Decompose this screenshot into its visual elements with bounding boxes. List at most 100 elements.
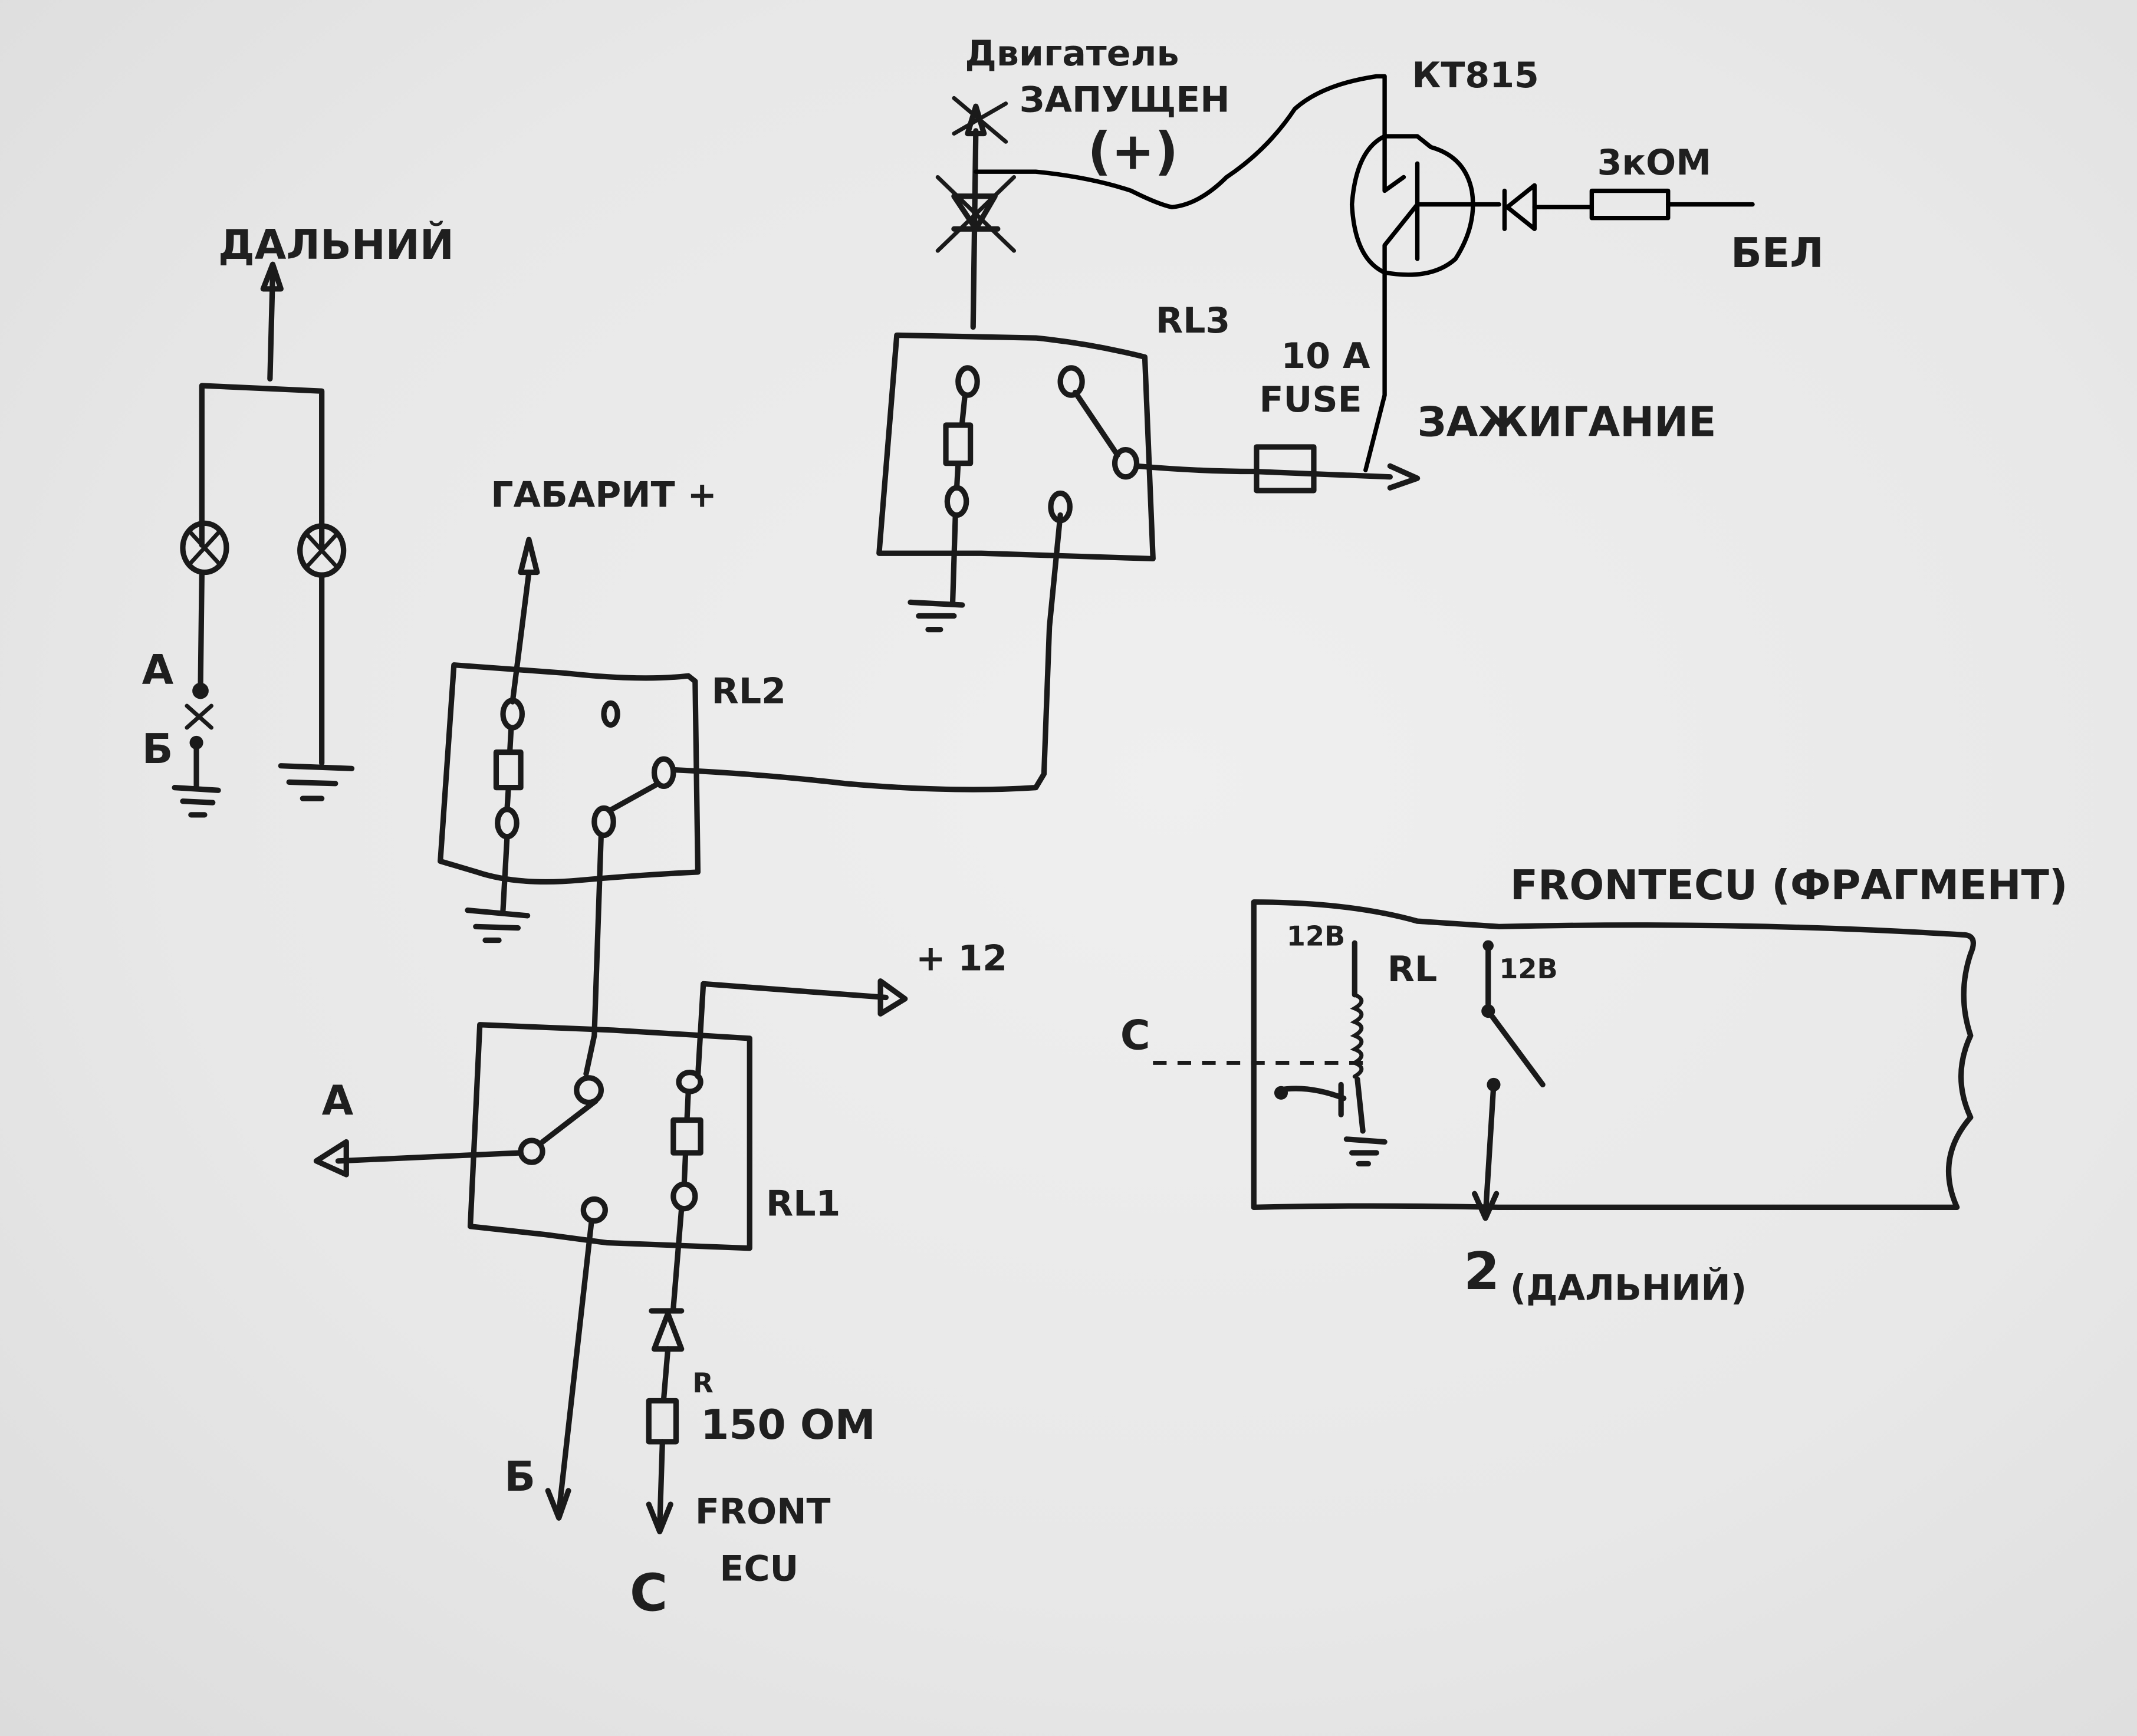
arrow-ecu-output [1472, 1191, 1500, 1221]
label-front: FRONT [695, 1491, 831, 1533]
label-rl1: RL1 [766, 1183, 840, 1224]
label-150ohm: 150 ОМ [701, 1402, 876, 1449]
rl1-terminal-86 [670, 1181, 698, 1212]
rl2-terminal-87 [651, 756, 676, 789]
wire-rl2-to-rl3 [672, 512, 1063, 793]
relay-rl3: Двигатель ЗАПУЩЕН (+) RL3 10 А [876, 33, 1716, 633]
label-point-a-rl1: А [322, 1077, 354, 1125]
crossed-diode-icon [935, 175, 1017, 253]
label-frontecu-title: FRONTECU (ФРАГМЕНТ) [1510, 862, 2068, 909]
label-fuse-2: FUSE [1260, 379, 1362, 420]
rl2-terminal-85 [500, 698, 525, 731]
label-ecu: ECU [719, 1548, 798, 1590]
resistor-3k [1589, 188, 1671, 221]
label-parking-plus: ГАБАРИТ + [491, 475, 717, 516]
wire-rl2-to-rl1 [583, 832, 604, 1077]
label-ecu-rl: RL [1388, 949, 1438, 990]
label-point-b: Б [142, 726, 173, 773]
relay-rl2: ГАБАРИТ + RL2 [438, 475, 1063, 1077]
rl3-terminal-30 [1057, 365, 1085, 398]
ecu-transistor-icon [1274, 1081, 1347, 1117]
diode-rl1-icon [649, 1308, 685, 1352]
rl2-contact [606, 781, 662, 814]
wire [681, 1150, 689, 1186]
frontecu-body [1251, 899, 1976, 1211]
resistor-150 [646, 1398, 679, 1445]
lamp-icon [180, 520, 229, 576]
label-rl2: RL2 [712, 670, 786, 712]
rl2-terminal-87a [601, 700, 620, 728]
wire [959, 392, 968, 425]
rl2-terminal-86 [495, 807, 520, 840]
wire-to-a [335, 1150, 524, 1164]
rl3-terminal-85 [955, 365, 980, 398]
wire [500, 834, 510, 913]
lamp-circuit: ДАЛЬНИЙ А Б [142, 221, 454, 818]
label-point-c: С [630, 1562, 668, 1623]
rl3-body [876, 332, 1156, 562]
label-ecu-output: 2 [1464, 1241, 1500, 1301]
wire [661, 1346, 671, 1401]
label-ecu-12v-coil: 12В [1287, 920, 1346, 952]
terminal-dot [192, 682, 209, 699]
ground-icon [172, 785, 221, 818]
relay-rl1: + 12 RL1 А Б R 150 ОМ FRONT ECU С [313, 938, 1007, 1623]
arrow-high-beam [260, 261, 284, 292]
wire [1354, 1076, 1366, 1134]
label-rl3: RL3 [1156, 300, 1230, 341]
arrow-ignition [1387, 463, 1421, 491]
rl2-coil [493, 749, 524, 791]
rl3-contact [1072, 389, 1120, 458]
transistor-body-icon [1349, 134, 1475, 277]
label-r: R [692, 1367, 714, 1399]
rl1-coil [670, 1117, 703, 1156]
frontecu-fragment: FRONTECU (ФРАГМЕНТ) 12В RL С 12В 2 (ДАЛЬ… [1120, 862, 2068, 1308]
transistor-kt815: КТ815 3кОМ БЕЛ [1349, 55, 1824, 472]
wire [949, 512, 958, 606]
label-ecu-12v-switch: 12В [1499, 953, 1558, 985]
wire [504, 785, 511, 813]
label-3kohm: 3кОМ [1597, 142, 1711, 183]
wire-rl3-to-ignition [1133, 463, 1393, 480]
arrow-plus12 [877, 978, 908, 1017]
break-x-icon [185, 703, 213, 730]
ground-icon [278, 763, 355, 801]
diode-base-icon [1505, 183, 1537, 231]
label-kt815: КТ815 [1412, 55, 1539, 96]
wire [670, 1206, 685, 1311]
rl1-terminal-87 [518, 1137, 545, 1165]
rl1-body [467, 1022, 752, 1251]
rl3-coil [943, 422, 974, 466]
label-point-a: А [142, 647, 174, 694]
arrow-a [313, 1139, 349, 1178]
wire [684, 1089, 691, 1123]
label-white-wire: БЕЛ [1731, 230, 1824, 277]
transistor-leads [1382, 134, 1501, 275]
label-point-c-ecu: С [1120, 1012, 1150, 1059]
crossed-arrow-icon [952, 96, 1008, 144]
label-point-b-rl1: Б [504, 1454, 535, 1501]
wire [954, 461, 961, 491]
wire [507, 725, 514, 755]
wire-lamp1-down [198, 572, 205, 691]
rl3-terminal-87 [1112, 446, 1140, 480]
wire-ecu-output [1482, 1081, 1497, 1218]
label-ecu-output-desc: (ДАЛЬНИЙ) [1510, 1267, 1747, 1309]
arrow-parking [518, 537, 540, 576]
wire-parking [509, 569, 532, 705]
ground-icon [1343, 1136, 1388, 1167]
wire-lamp-bus [199, 383, 325, 548]
wire-engine-to-kt815 [974, 74, 1387, 209]
ground-icon [908, 599, 965, 633]
arrow-b [545, 1488, 571, 1521]
rl3-terminal-86 [944, 485, 969, 518]
rl1-terminal-30 [574, 1075, 604, 1106]
wire-plus12 [695, 981, 889, 1080]
arrow-c [646, 1501, 673, 1534]
wire-to-front-ecu [657, 1439, 665, 1529]
wire-emitter-to-ignition [1363, 270, 1387, 472]
label-engine-running-3: (+) [1087, 121, 1178, 182]
rl3-terminal-87a [1048, 490, 1073, 524]
